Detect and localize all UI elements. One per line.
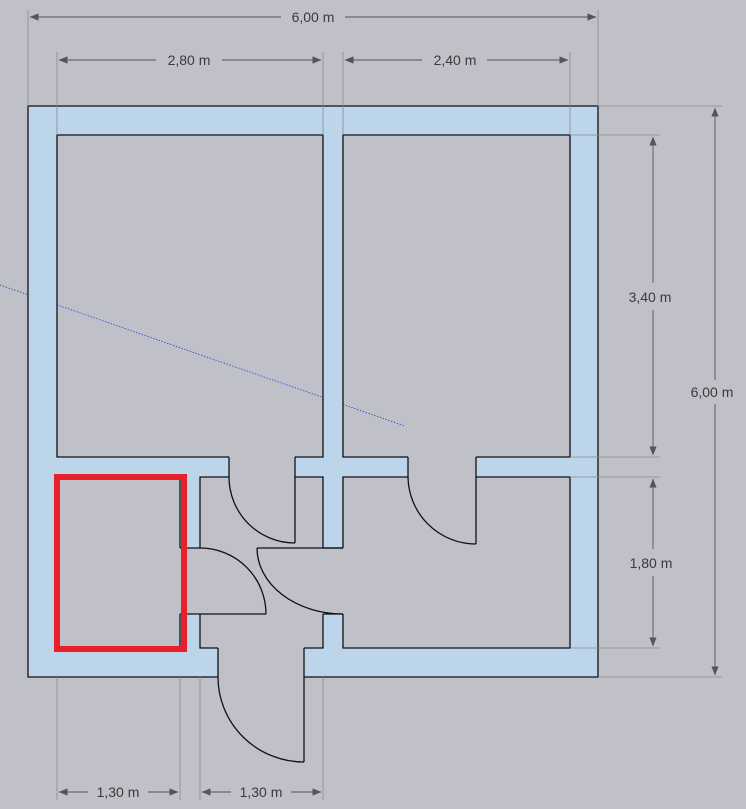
door-arc [217, 676, 305, 763]
dim-label-room-width-right: 2,40 m [434, 52, 477, 68]
door-arc [199, 547, 267, 615]
dim-label-room-height-top: 3,40 m [629, 289, 672, 305]
door-arc [256, 547, 344, 615]
door-arc [407, 476, 477, 545]
dim-label-overall-width: 6,00 m [292, 9, 335, 25]
dimension-lines [29, 13, 719, 796]
dim-label-room-height-bottom: 1,80 m [630, 555, 673, 571]
dimension-labels: 6,00 m 2,80 m 2,40 m 6,00 m 3,40 m 1,80 … [97, 9, 734, 800]
door-arc [228, 476, 296, 544]
axis-guide-line [0, 284, 406, 427]
dim-label-room-width-left: 2,80 m [168, 52, 211, 68]
walls [27, 105, 599, 678]
door-swings [199, 476, 477, 763]
highlight-box [54, 474, 187, 652]
dim-label-bottom-width-left: 1,30 m [97, 784, 140, 800]
dim-label-overall-height: 6,00 m [691, 384, 734, 400]
extension-lines [27, 10, 722, 800]
dim-label-bottom-width-right: 1,30 m [240, 784, 283, 800]
